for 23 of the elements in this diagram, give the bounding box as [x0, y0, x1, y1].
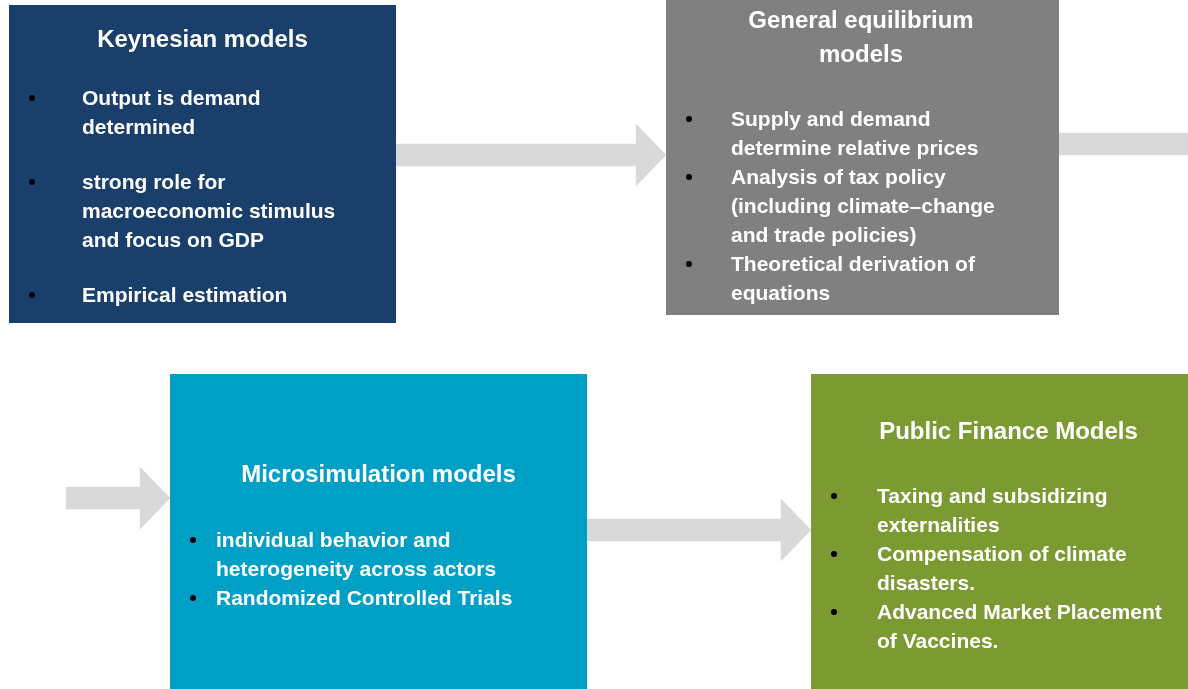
model-card [666, 0, 1059, 315]
bullet-text: Taxing and subsidizing externalities [877, 483, 1109, 538]
block-arrow [586, 498, 812, 562]
bullet-text: Analysis of tax policy (including climate–change and trade policies) [731, 164, 996, 248]
block-arrow [395, 123, 667, 187]
bullet-text: Compensation of climate disasters. [877, 541, 1128, 596]
bullet-text: Randomized Controlled Trials [216, 585, 514, 611]
card-heading: General equilibrium models [747, 5, 975, 69]
card-heading: Public Finance Models [878, 416, 1139, 446]
model-card [9, 5, 396, 323]
bullet-text: Supply and demand determine relative prices [731, 106, 980, 161]
bullet-text: Output is demand determined [82, 85, 262, 140]
model-card [811, 374, 1188, 689]
bullet-text: Advanced Market Placement of Vaccines. [877, 599, 1163, 654]
bullet-text: strong role for macroeconomic stimulus and focus on GDP [82, 169, 337, 253]
block-arrow [1058, 132, 1188, 156]
block-arrow [65, 466, 171, 530]
model-card [170, 374, 587, 689]
bullet-text: individual behavior and heterogeneity across actors [216, 527, 498, 582]
bullet-text: Empirical estimation [82, 282, 289, 308]
card-heading: Microsimulation models [240, 459, 517, 489]
card-heading: Keynesian models [96, 24, 309, 54]
bullet-text: Theoretical derivation of equations [731, 251, 976, 306]
